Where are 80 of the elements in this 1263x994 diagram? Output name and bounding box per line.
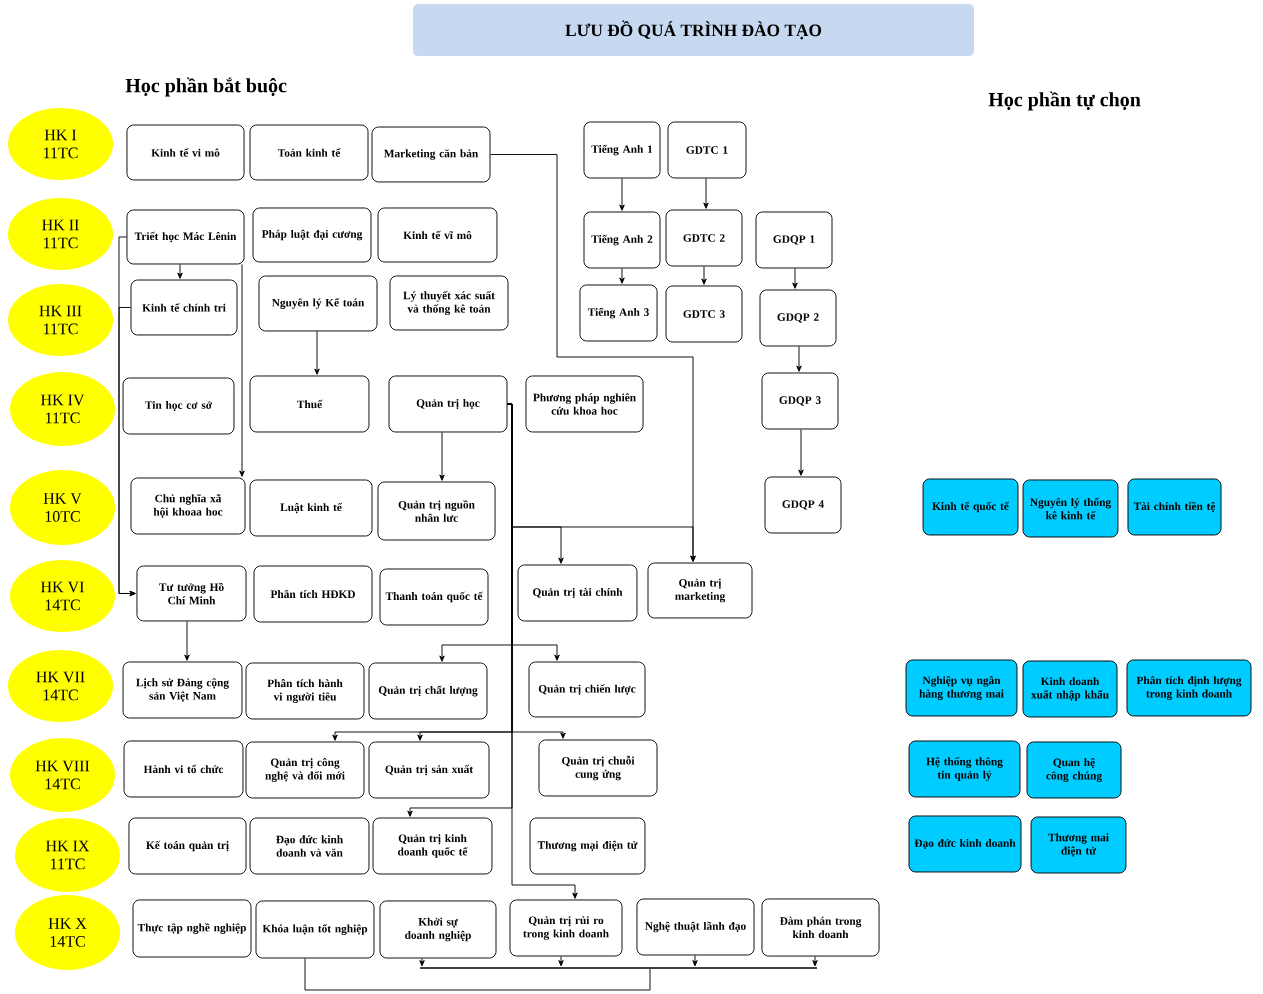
course-box: Quản trị học xyxy=(388,375,508,433)
course-box: Marketing căn bản xyxy=(371,126,491,183)
course-box: Kinh tế vĩ mô xyxy=(377,207,498,263)
arrow xyxy=(619,178,625,211)
arrow xyxy=(792,268,798,289)
course-box: Khởi sự doanh nghiệp xyxy=(379,900,497,959)
course-box: Kinh tế vi mô xyxy=(126,124,245,181)
course-box: Tư tưởng Hồ Chí Minh xyxy=(136,565,247,622)
course-box: Quản trị sản xuất xyxy=(368,741,490,799)
course-box: Thương mai điện tử xyxy=(1030,816,1127,874)
course-box: Kế toán quản trị xyxy=(128,817,247,875)
course-box: Đạo đức kinh doanh và văn xyxy=(249,817,370,875)
arrow xyxy=(439,432,445,481)
course-box: Phân tích định lượng trong kinh doanh xyxy=(1126,659,1252,717)
course-box: Hành vi tổ chức xyxy=(123,740,244,798)
arrow xyxy=(701,266,707,285)
course-box: Tin học cơ sở xyxy=(122,377,235,435)
course-box: Chủ nghĩa xã hội khoaa hoc xyxy=(130,477,246,535)
course-box: Quản trị chuỗi cung ứng xyxy=(538,739,658,797)
course-box: Pháp luật đại cương xyxy=(252,207,372,263)
course-box: Tiếng Anh 1 xyxy=(583,121,661,179)
course-box: Hệ thống thông tin quản lý xyxy=(908,740,1021,798)
course-box: Quản trị rủi ro trong kinh doanh xyxy=(509,899,623,957)
arrow xyxy=(314,330,320,375)
course-box: Lý thuyết xác suất và thống kê toán xyxy=(389,275,509,331)
course-box: GDTC 2 xyxy=(665,209,743,267)
arrow xyxy=(177,264,183,279)
arrow xyxy=(619,268,625,284)
course-box: Quản trị tài chính xyxy=(517,564,638,622)
arrow xyxy=(558,956,564,967)
course-box: Luật kinh tế xyxy=(249,479,373,537)
course-box: Phân tích HĐKD xyxy=(253,565,373,623)
course-box: Quản trị kinh doanh quốc tế xyxy=(372,817,493,875)
course-box: Nghiệp vụ ngân hàng thương mai xyxy=(905,659,1018,717)
arrow xyxy=(118,307,136,597)
title-banner: LƯU ĐỒ QUÁ TRÌNH ĐÀO TẠO xyxy=(412,4,975,56)
arrow xyxy=(507,403,578,899)
course-box: Tài chính tiền tệ xyxy=(1127,478,1222,536)
course-box: Thực tập nghề nghiệp xyxy=(132,899,252,958)
course-box: Thanh toán quốc tế xyxy=(379,568,489,626)
course-box: Nghệ thuật lãnh đạo xyxy=(636,898,755,956)
course-box: Quản trị công nghệ và đổi mới xyxy=(245,741,365,799)
course-box: Đạo đức kinh doanh xyxy=(908,815,1022,873)
course-box: GDTC 3 xyxy=(665,285,743,343)
course-box: GDTC 1 xyxy=(667,121,747,179)
course-box: GDQP 3 xyxy=(761,372,839,430)
arrow xyxy=(692,955,698,967)
course-box: GDQP 2 xyxy=(759,289,837,347)
course-box: Khóa luận tốt nghiệp xyxy=(255,900,375,959)
course-box: GDQP 1 xyxy=(755,211,833,269)
course-box: Quản trị marketing xyxy=(647,562,753,619)
section-heading: Học phần tự chọn xyxy=(988,91,1141,111)
course-box: Phương pháp nghiên cứu khoa hoc xyxy=(525,375,644,433)
course-box: Triết học Mác Lênin xyxy=(126,209,245,265)
course-box: Tiếng Anh 3 xyxy=(579,284,658,342)
course-box: GDQP 4 xyxy=(764,476,842,534)
course-box: Nguyên lý Kế toán xyxy=(258,275,378,332)
arrow xyxy=(798,429,804,476)
course-box: Quản trị chiến lược xyxy=(528,661,646,718)
course-box: Kinh tế quốc tế xyxy=(922,478,1019,536)
arrow xyxy=(812,956,818,967)
course-box: Nguyên lý thống kê kinh tế xyxy=(1022,479,1119,538)
section-heading: Học phần bắt buộc xyxy=(125,77,287,97)
arrow xyxy=(703,178,709,209)
course-box: Quan hệ công chúng xyxy=(1026,741,1122,799)
course-box: Kinh doanh xuất nhập khẩu xyxy=(1022,660,1118,718)
course-box: Lịch sử Đảng cộng sản Việt Nam xyxy=(122,661,243,719)
course-box: Thương mại điện tử xyxy=(529,817,646,875)
course-box: Đàm phán trong kinh doanh xyxy=(761,898,880,957)
arrow xyxy=(796,346,802,372)
course-box: Tiếng Anh 2 xyxy=(583,211,661,269)
course-box: Quản trị chất lượng xyxy=(368,662,488,720)
arrow xyxy=(184,620,190,661)
course-box: Quản trị nguồn nhân lưc xyxy=(377,481,496,541)
course-box: Thuế xyxy=(249,375,370,433)
course-box: Kinh tế chính tri xyxy=(130,279,238,336)
arrow xyxy=(419,958,425,967)
course-box: Toán kinh tế xyxy=(249,124,369,181)
arrow xyxy=(239,264,245,477)
course-box: Phân tích hành vi người tiêu xyxy=(245,662,365,720)
